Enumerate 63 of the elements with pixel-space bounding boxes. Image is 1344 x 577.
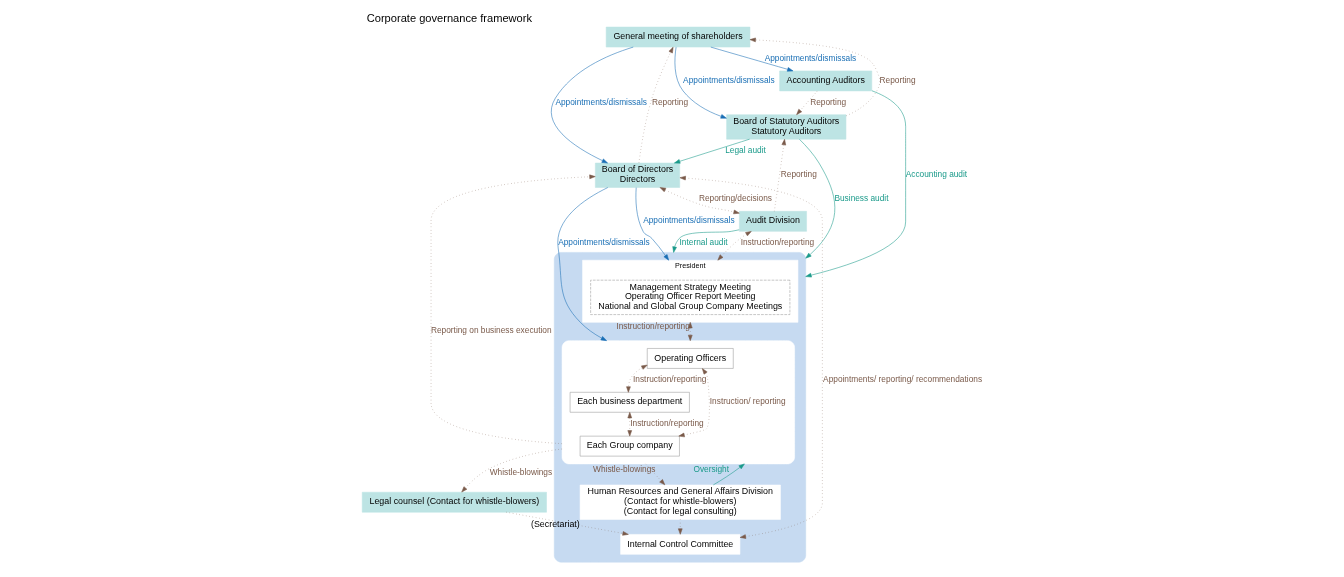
edge-label: Whistle-blowings [489,467,552,477]
edge-label: Internal audit [679,237,728,248]
node-label: (Secretariat) [530,518,580,529]
node-box: Operating Officers [646,348,734,369]
edge-label: Appointments/dismissals [682,74,775,85]
node-box: Legal counsel (Contact for whistle-blowers) [361,491,547,513]
node-box: Management Strategy Meeting Operating Officer Report Meeting National and Global Group Company Meetings [589,279,790,315]
arrow [644,463,665,486]
arrow [430,174,596,444]
node-box: Accounting Auditors [778,70,872,92]
arrow [505,511,629,536]
arrow [460,448,562,493]
edge-label: Instruction/reporting [632,374,706,385]
edge-label: Appointments/dismissals [642,215,735,226]
edge-label: Appointments/ reporting/ recommendations [822,374,982,385]
arrow [710,46,793,72]
arrow [717,231,752,261]
edge-label: Instruction/reporting [740,237,814,248]
edge-label: Reporting/decisions [698,193,772,204]
edge-label: Appointments/dismissals [764,52,856,63]
arrow [638,46,673,164]
edge-label: Instruction/reporting [615,320,690,331]
arrow [671,229,739,253]
edge-label: Business audit [833,193,889,204]
arrow [673,138,750,164]
cluster [561,340,795,465]
edge-label: Reporting [809,96,846,107]
arrow [678,368,710,438]
node-box: Board of Statutory Auditors Statutory Auditors [725,114,846,140]
edge-label: Oversight [692,464,729,475]
edge-label: Appointments/dismissals [554,96,647,107]
edge-label: Whistle-blowings [592,463,655,474]
arrow [635,187,669,261]
arrow [712,463,745,486]
node-box: General meeting of shareholders [605,26,750,48]
node-box: Audit Division [738,211,807,232]
edge-label: Instruction/reporting [629,418,704,429]
node-box: Board of Directors Directors [594,162,680,188]
arrow [804,90,906,278]
arrow [625,364,647,393]
arrow [550,46,633,164]
arrow [674,46,727,119]
node-box: Each business department [569,392,690,413]
arrow [679,175,823,539]
arrow [749,37,880,117]
arrow [773,139,786,212]
edge-label: Accounting audit [905,169,967,180]
edge-label: Reporting on business execution [430,325,552,336]
arrow [557,187,608,341]
node-box: Internal Control Committee [619,534,740,555]
arrow [677,519,682,535]
edge-label: Reporting [879,74,916,85]
arrow [798,139,835,259]
edge-label: Legal audit [724,145,766,156]
arrow [795,90,818,115]
edge-label: Reporting [780,169,817,180]
node-box: Human Resources and General Affairs Division (Contact for whistle-blowers) (Contact for legal consulting) [579,484,781,520]
node-box: Each Group company [579,435,680,457]
edge-label: Reporting [651,96,688,107]
edge-label: Instruction/ reporting [709,396,786,407]
edge-label: Appointments/dismissals [557,237,650,248]
diagram-title: Corporate governance framework [366,11,532,24]
arrow [659,187,740,215]
